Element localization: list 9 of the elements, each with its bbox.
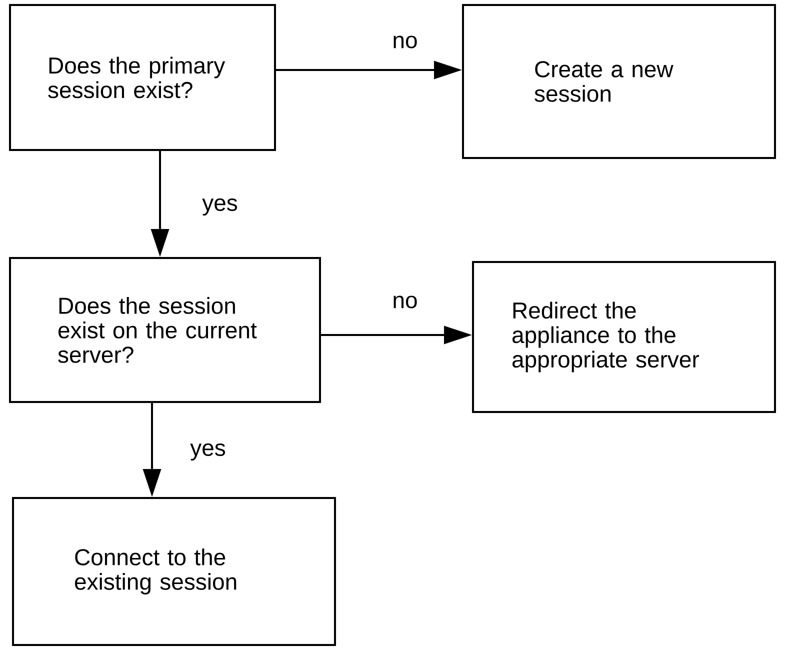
process-box: Does the primary session exist? (9, 4, 276, 151)
edge-label: yes (190, 443, 226, 461)
process-box: Create a new session (462, 4, 776, 159)
process-box: Does the session exist on the current server? (9, 257, 321, 403)
edge-label: no (394, 36, 417, 48)
edge-label: yes (202, 198, 238, 216)
process-box: Redirect the appliance to the appropriate server (472, 261, 776, 413)
edge-label: no (394, 296, 417, 308)
process-box: Connect to the existing session (12, 497, 336, 646)
